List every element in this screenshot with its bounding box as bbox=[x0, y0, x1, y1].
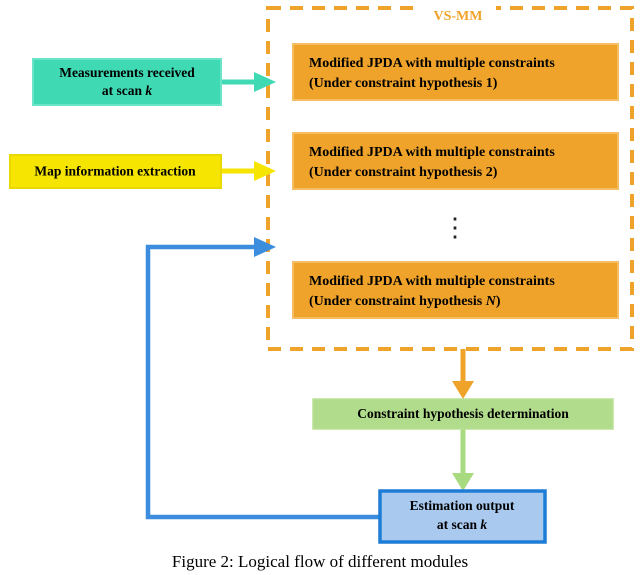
jpdan-line-2-prefix: (Under constraint hypothesis bbox=[309, 294, 486, 309]
map-information-extraction-box[interactable]: Map information extraction bbox=[9, 154, 222, 189]
estimation-line-2-text: at scan bbox=[437, 517, 481, 532]
modified-jpda-hypothesis-1-box[interactable]: Modified JPDA with multiple constraints … bbox=[292, 43, 619, 101]
measurements-line-2: at scan k bbox=[102, 83, 153, 98]
estimation-line-1: Estimation output bbox=[410, 498, 515, 513]
map-information-label: Map information extraction bbox=[34, 164, 196, 179]
measurements-received-box[interactable]: Measurements received at scan k bbox=[32, 58, 222, 106]
determination-label: Constraint hypothesis determination bbox=[357, 406, 569, 421]
jpda1-line-2: (Under constraint hypothesis 1) bbox=[309, 76, 498, 91]
modified-jpda-hypothesis-n-box[interactable]: Modified JPDA with multiple constraints … bbox=[292, 261, 619, 319]
figure-caption: Figure 2: Logical flow of different modu… bbox=[171, 552, 469, 571]
jpdan-line-2: (Under constraint hypothesis N) bbox=[309, 294, 501, 309]
edge-map-to-jpda2 bbox=[221, 161, 276, 181]
edge-estimation-feedback-to-jpdan bbox=[145, 237, 380, 520]
vs-mm-title-backdrop bbox=[420, 1, 496, 17]
estimation-scan-symbol: k bbox=[480, 517, 487, 532]
jpda2-line-1: Modified JPDA with multiple constraints bbox=[309, 145, 555, 160]
vs-mm-group: VS-MM bbox=[266, 1, 634, 351]
edge-measurements-to-jpda1 bbox=[221, 72, 276, 92]
measurements-scan-symbol: k bbox=[145, 83, 152, 98]
measurements-line-1: Measurements received bbox=[59, 65, 195, 80]
vs-mm-title: VS-MM bbox=[434, 9, 483, 24]
constraint-hypothesis-determination-box[interactable]: Constraint hypothesis determination bbox=[312, 398, 614, 430]
jpda1-line-1: Modified JPDA with multiple constraints bbox=[309, 56, 555, 71]
jpdan-line-1: Modified JPDA with multiple constraints bbox=[309, 274, 555, 289]
edge-determination-to-estimation bbox=[452, 429, 474, 491]
edge-vsmm-to-determination bbox=[452, 349, 474, 399]
jpdan-line-2-suffix: ) bbox=[496, 294, 501, 309]
vertical-ellipsis: ⋮ bbox=[442, 213, 468, 242]
jpdan-hypothesis-symbol: N bbox=[485, 294, 497, 309]
estimation-output-box[interactable]: Estimation output at scan k bbox=[378, 489, 547, 544]
modified-jpda-hypothesis-2-box[interactable]: Modified JPDA with multiple constraints … bbox=[292, 132, 619, 190]
estimation-line-2: at scan k bbox=[437, 517, 488, 532]
jpda2-line-2: (Under constraint hypothesis 2) bbox=[309, 165, 498, 180]
measurements-line-2-text: at scan bbox=[102, 83, 146, 98]
